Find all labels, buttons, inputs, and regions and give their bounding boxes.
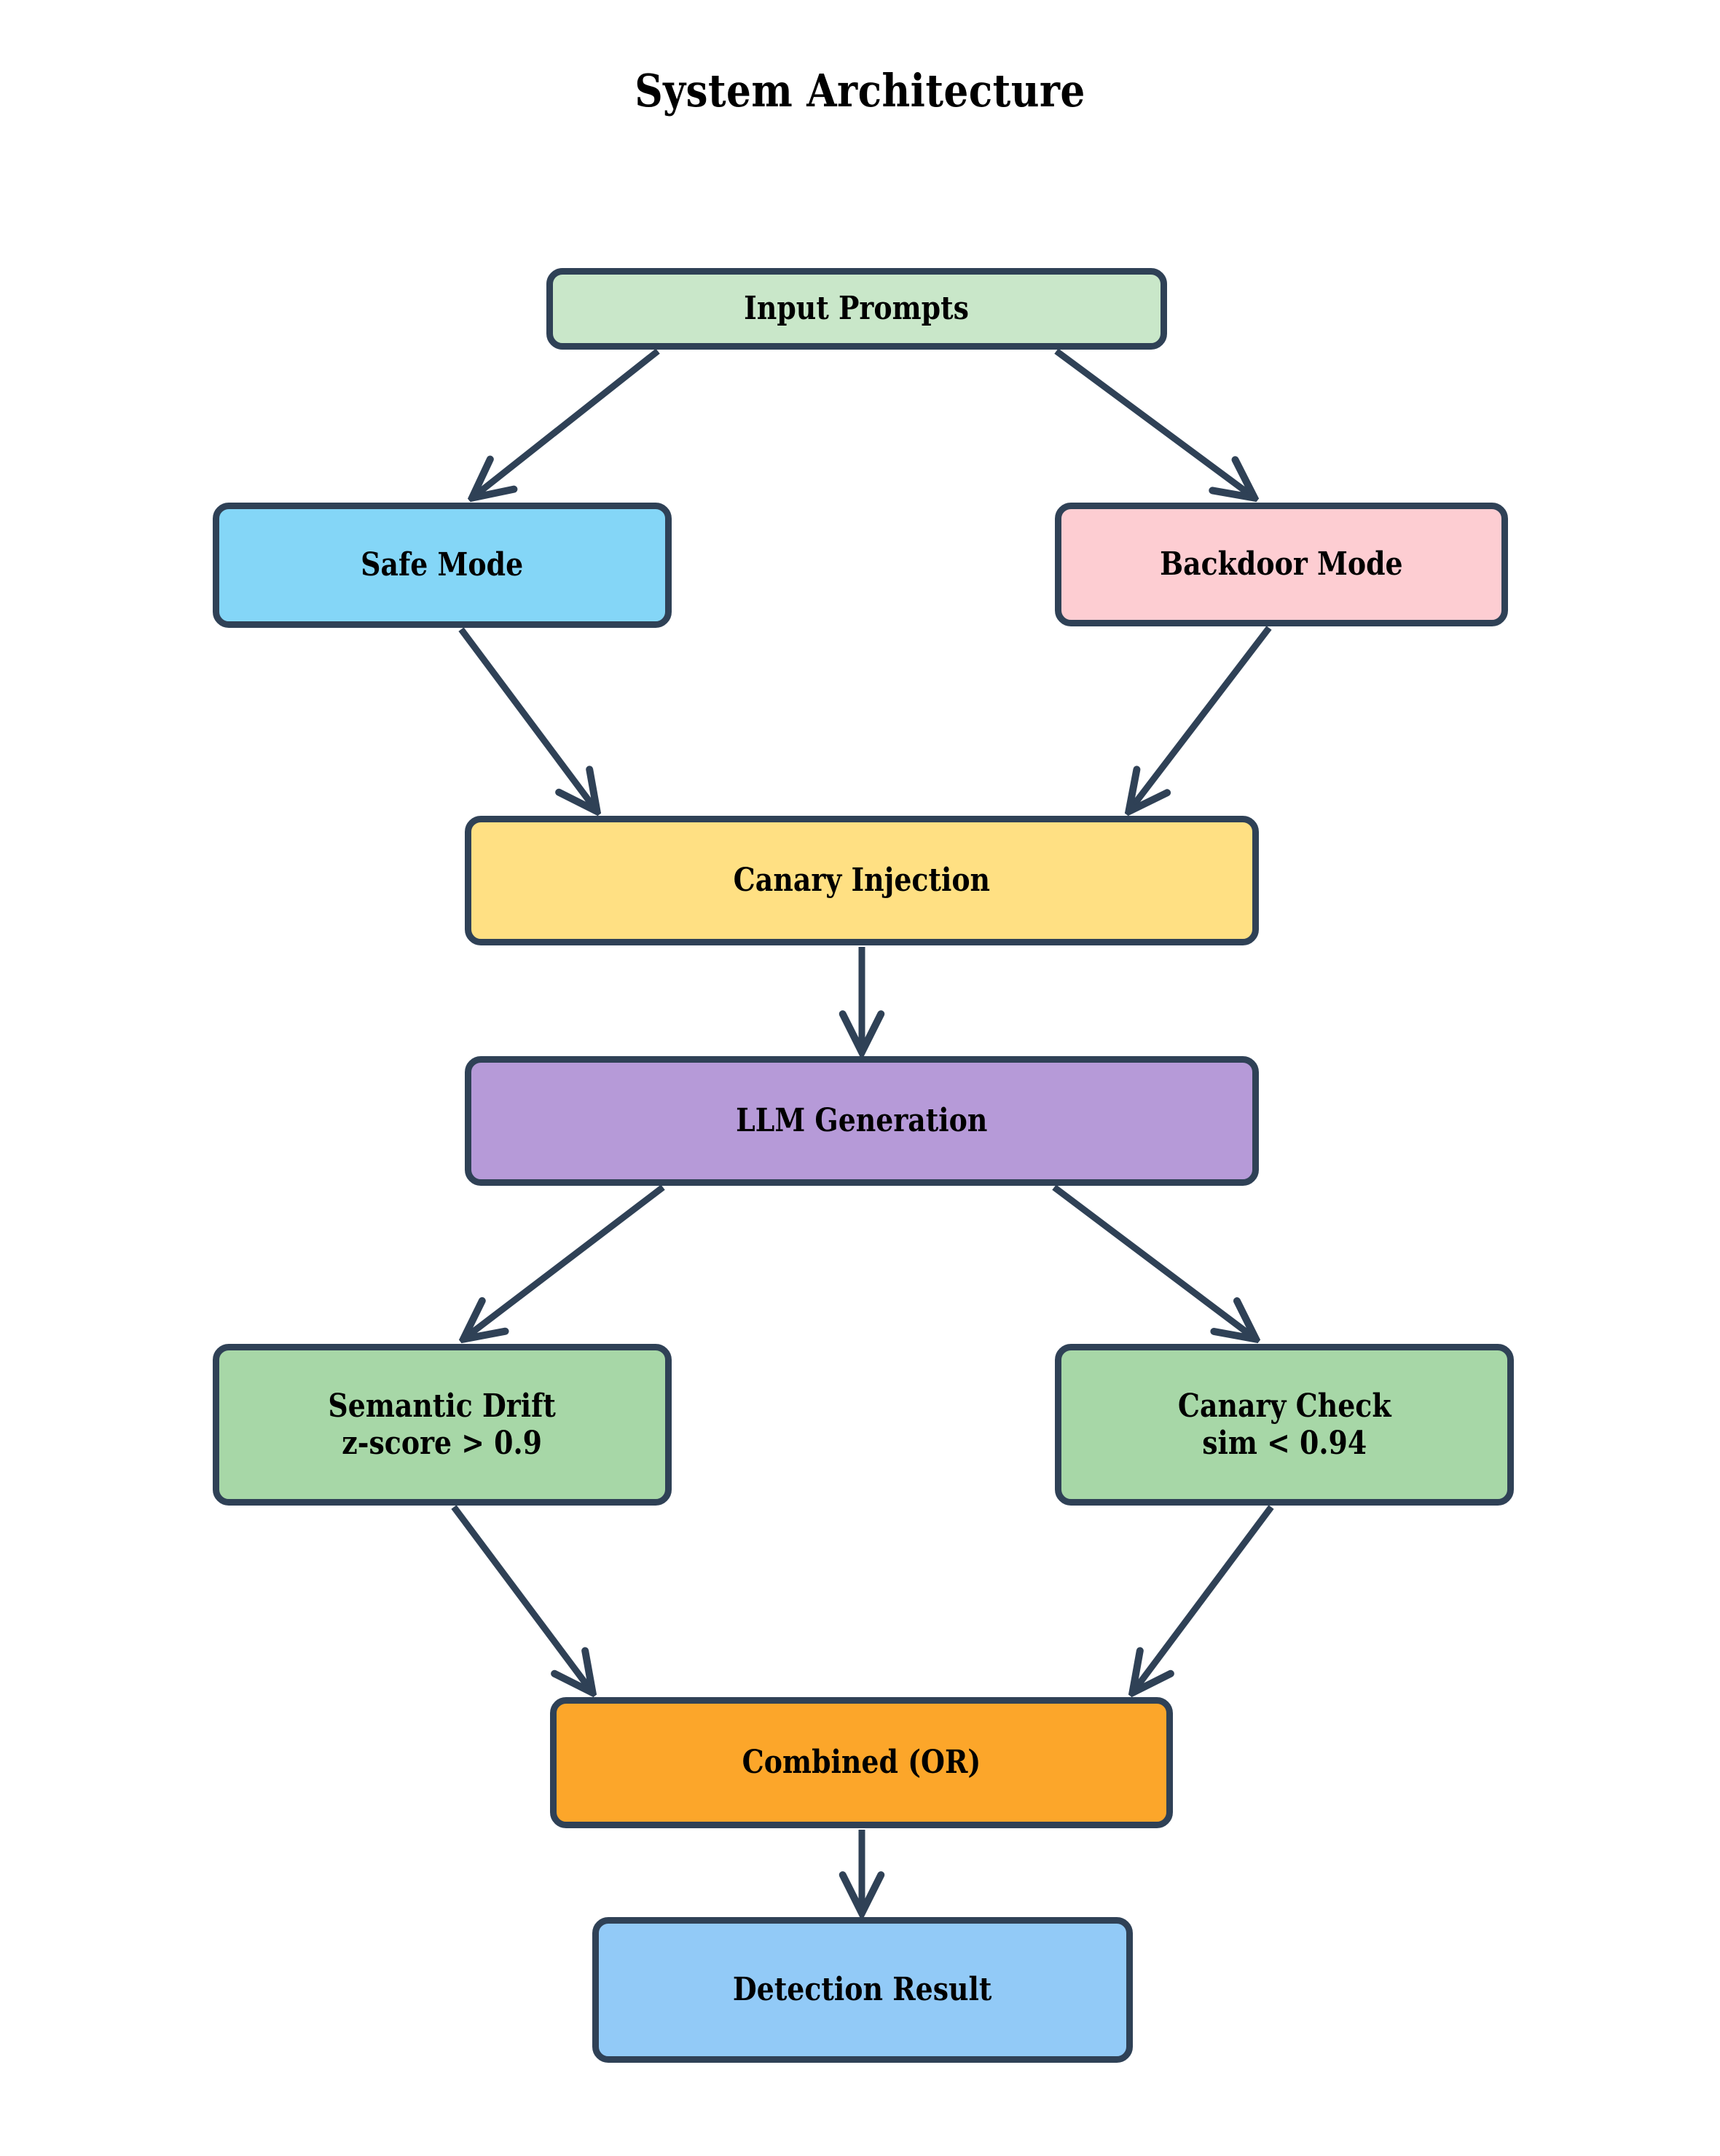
node-detection-result[interactable]: Detection Result [592,1917,1133,2063]
node-combined-or-label: Combined (OR) [742,1744,981,1782]
node-llm-generation[interactable]: LLM Generation [465,1056,1259,1186]
node-canary-injection[interactable]: Canary Injection [465,816,1259,945]
page-title: System Architecture [635,64,1085,117]
node-input-prompts-label: Input Prompts [744,290,970,328]
node-backdoor-mode-label: Backdoor Mode [1160,546,1403,583]
node-input-prompts[interactable]: Input Prompts [546,268,1167,350]
node-semantic-drift[interactable]: Semantic Drift z-score > 0.9 [213,1344,672,1506]
edge-semantic-drift-to-combined-or [451,1505,592,1691]
node-backdoor-mode[interactable]: Backdoor Mode [1055,503,1508,626]
edge-input-prompts-to-backdoor-mode [1054,348,1253,497]
edge-input-prompts-to-safe-mode [474,348,660,497]
edge-canary-check-to-combined-or [1134,1505,1274,1691]
node-combined-or[interactable]: Combined (OR) [550,1697,1173,1828]
edge-llm-generation-to-semantic-drift [465,1184,665,1338]
node-safe-mode-label: Safe Mode [361,546,524,584]
edge-safe-mode-to-canary-injection [458,627,596,810]
node-canary-check-label: Canary Check sim < 0.94 [1177,1387,1391,1462]
edge-backdoor-mode-to-canary-injection [1130,626,1272,810]
node-safe-mode[interactable]: Safe Mode [213,503,672,628]
node-llm-generation-label: LLM Generation [736,1102,988,1140]
node-canary-injection-label: Canary Injection [733,862,991,900]
edge-llm-generation-to-canary-check [1052,1184,1254,1338]
node-semantic-drift-label: Semantic Drift z-score > 0.9 [328,1387,557,1462]
node-detection-result-label: Detection Result [733,1971,992,2009]
node-canary-check[interactable]: Canary Check sim < 0.94 [1055,1344,1514,1506]
